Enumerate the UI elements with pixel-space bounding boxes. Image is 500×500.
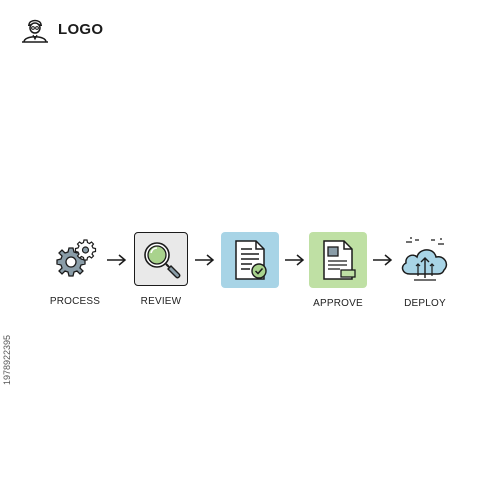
step-approve-tile (309, 232, 367, 288)
logo-text: LOGO (58, 20, 104, 38)
user-avatar-icon (22, 19, 48, 43)
magnifier-icon (144, 242, 181, 279)
step-approve: APPROVE (309, 232, 367, 309)
cloud-deploy-icon (401, 237, 448, 281)
step-review: REVIEW (134, 232, 188, 307)
step-document-check (221, 232, 279, 298)
gears-icon (56, 239, 97, 277)
arrow-right-icon (373, 254, 393, 266)
logo: LOGO (20, 14, 103, 44)
stock-id: 1978922395 (2, 334, 12, 385)
step-review-label: REVIEW (140, 296, 182, 307)
arrow-right-icon (285, 254, 305, 266)
arrow-right-icon (195, 254, 215, 266)
step-process-tile (48, 232, 102, 286)
step-process: PROCESS (48, 232, 102, 307)
step-approve-label: APPROVE (313, 298, 363, 309)
document-check-icon (235, 240, 267, 280)
step-document-check-tile (221, 232, 279, 288)
step-review-tile (134, 232, 188, 286)
step-process-label: PROCESS (49, 296, 101, 307)
arrow-right-icon (107, 254, 127, 266)
step-deploy-label: DEPLOY (404, 298, 446, 309)
step-deploy: DEPLOY (396, 232, 454, 309)
document-approve-icon (323, 240, 356, 280)
step-deploy-tile (396, 232, 454, 288)
